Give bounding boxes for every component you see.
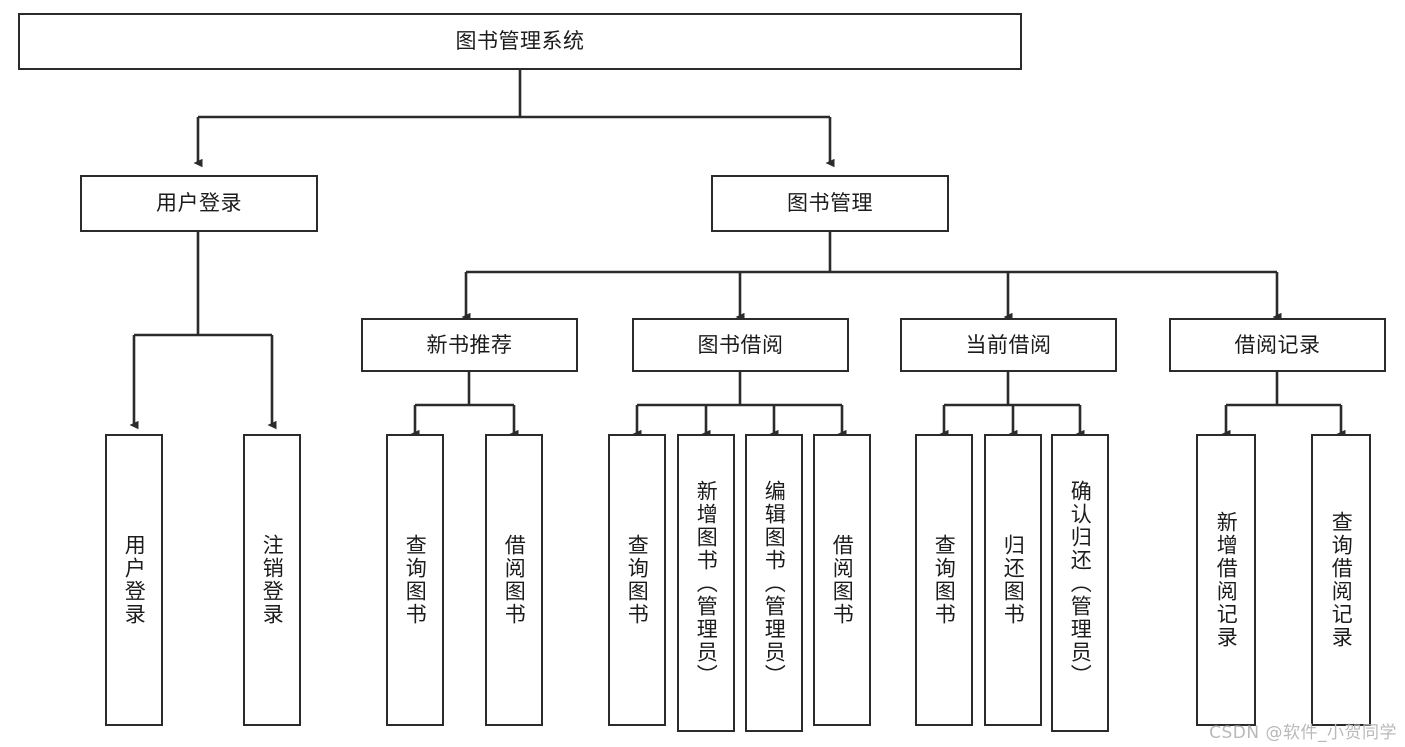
node-label: 用户登录	[156, 191, 242, 216]
node-label: 注销登录	[260, 534, 285, 626]
node-book-management[interactable]: 图书管理	[711, 175, 949, 232]
leaf-recommend-borrow-book[interactable]: 借阅图书	[485, 434, 543, 726]
leaf-record-query-record[interactable]: 查询借阅记录	[1311, 434, 1371, 726]
node-label: 新增图书（管理员）	[694, 479, 719, 687]
node-label: 归还图书	[1001, 534, 1026, 626]
leaf-user-login-login[interactable]: 用户登录	[105, 434, 163, 726]
node-label: 确认归还（管理员）	[1068, 479, 1093, 687]
node-book-borrow[interactable]: 图书借阅	[632, 318, 849, 372]
node-label: 新书推荐	[426, 332, 513, 357]
node-label: 查询图书	[403, 534, 428, 626]
leaf-record-add-record[interactable]: 新增借阅记录	[1196, 434, 1256, 726]
csdn-watermark: CSDN @软件_小贺同学	[1209, 723, 1397, 743]
node-label: 借阅图书	[502, 534, 527, 626]
leaf-current-return-book[interactable]: 归还图书	[984, 434, 1042, 726]
leaf-user-login-logout[interactable]: 注销登录	[243, 434, 301, 726]
leaf-borrow-query-book[interactable]: 查询图书	[608, 434, 666, 726]
node-label: 当前借阅	[965, 332, 1052, 357]
leaf-borrow-borrow-book[interactable]: 借阅图书	[813, 434, 871, 726]
leaf-borrow-add-book-admin[interactable]: 新增图书（管理员）	[677, 434, 735, 732]
node-label: 图书借阅	[697, 332, 784, 357]
node-label: 用户登录	[122, 534, 147, 626]
node-label: 图书管理	[787, 191, 873, 216]
node-user-login[interactable]: 用户登录	[80, 175, 318, 232]
node-label: 新增借阅记录	[1214, 511, 1239, 649]
leaf-current-confirm-return-admin[interactable]: 确认归还（管理员）	[1051, 434, 1109, 732]
node-label: 查询借阅记录	[1329, 511, 1354, 649]
node-label: 编辑图书（管理员）	[762, 479, 787, 687]
node-current-borrow[interactable]: 当前借阅	[900, 318, 1117, 372]
node-label: 图书管理系统	[455, 29, 585, 54]
node-new-book-recommend[interactable]: 新书推荐	[361, 318, 578, 372]
leaf-current-query-book[interactable]: 查询图书	[915, 434, 973, 726]
leaf-borrow-edit-book-admin[interactable]: 编辑图书（管理员）	[745, 434, 803, 732]
node-borrow-record[interactable]: 借阅记录	[1169, 318, 1386, 372]
node-label: 查询图书	[625, 534, 650, 626]
node-label: 借阅图书	[830, 534, 855, 626]
leaf-recommend-query-book[interactable]: 查询图书	[386, 434, 444, 726]
node-label: 查询图书	[932, 534, 957, 626]
node-label: 借阅记录	[1234, 332, 1321, 357]
node-root-system[interactable]: 图书管理系统	[18, 13, 1022, 70]
